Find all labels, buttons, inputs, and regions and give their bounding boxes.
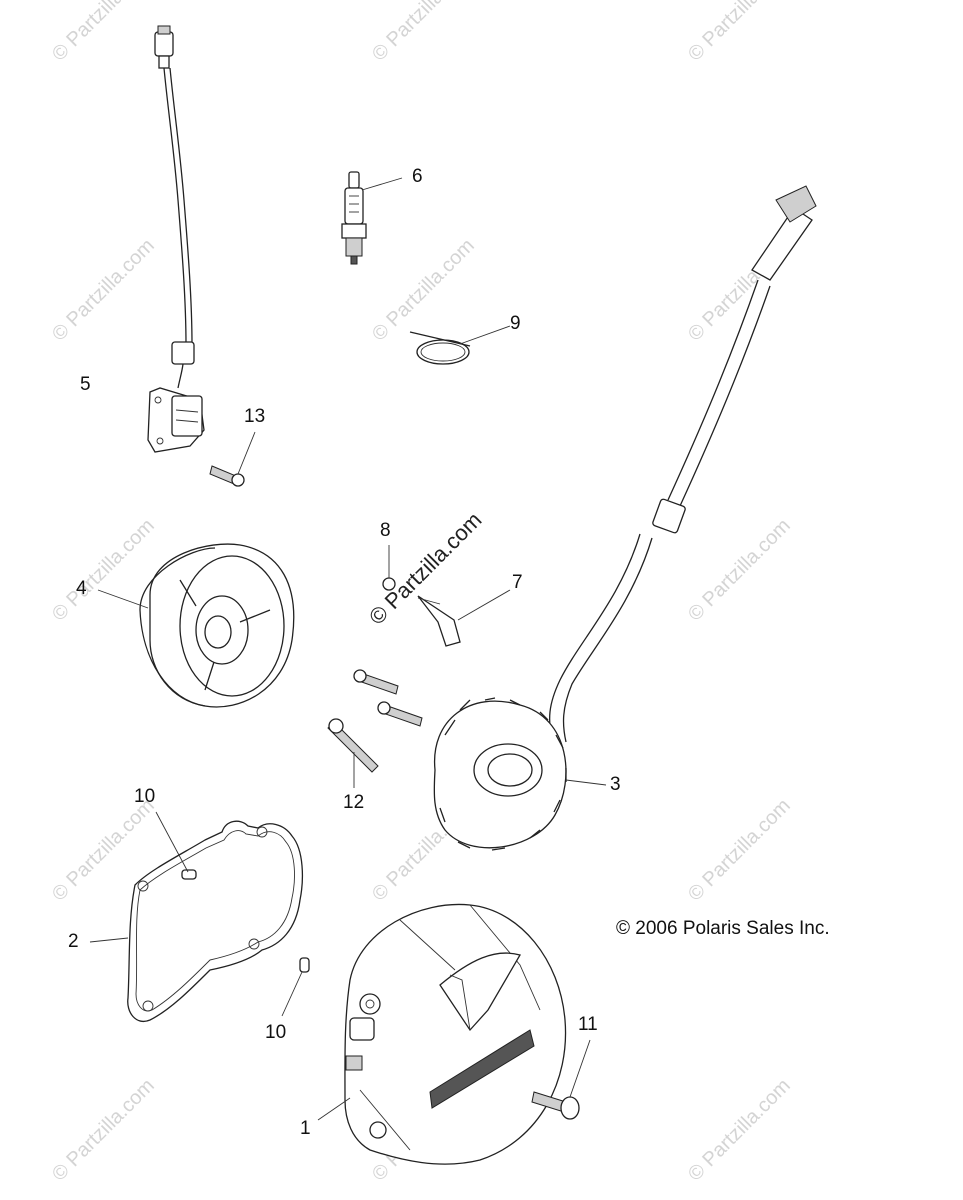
part-8-nut xyxy=(382,545,396,591)
callout-8: 8 xyxy=(380,520,391,541)
callout-12: 12 xyxy=(343,792,365,813)
callout-10-lower: 10 xyxy=(265,1022,287,1043)
part-12-bolts xyxy=(327,669,423,788)
callout-11: 11 xyxy=(578,1014,598,1035)
copyright-notice: © 2006 Polaris Sales Inc. xyxy=(616,918,830,939)
part-3-stator xyxy=(433,185,817,851)
callout-1: 1 xyxy=(300,1118,311,1139)
part-6-spark-plug xyxy=(341,171,403,265)
callout-2: 2 xyxy=(68,931,79,952)
callout-9: 9 xyxy=(510,313,521,334)
part-1-cover xyxy=(317,903,567,1165)
part-2-gasket xyxy=(89,820,304,1023)
callout-3: 3 xyxy=(610,774,621,795)
callout-5: 5 xyxy=(80,374,91,395)
part-11-screw xyxy=(531,1039,591,1120)
part-13-screw xyxy=(209,431,256,487)
callout-13: 13 xyxy=(244,406,266,427)
part-9-cable-tie xyxy=(409,325,511,365)
part-4-flywheel xyxy=(97,543,295,708)
callout-6: 6 xyxy=(412,166,423,187)
part-10-dowel-pins xyxy=(155,811,310,1017)
part-7-bracket xyxy=(417,589,511,647)
callout-10-upper: 10 xyxy=(134,786,156,807)
callout-4: 4 xyxy=(76,578,87,599)
part-5-pickup-coil xyxy=(147,25,205,453)
callout-7: 7 xyxy=(512,572,523,593)
